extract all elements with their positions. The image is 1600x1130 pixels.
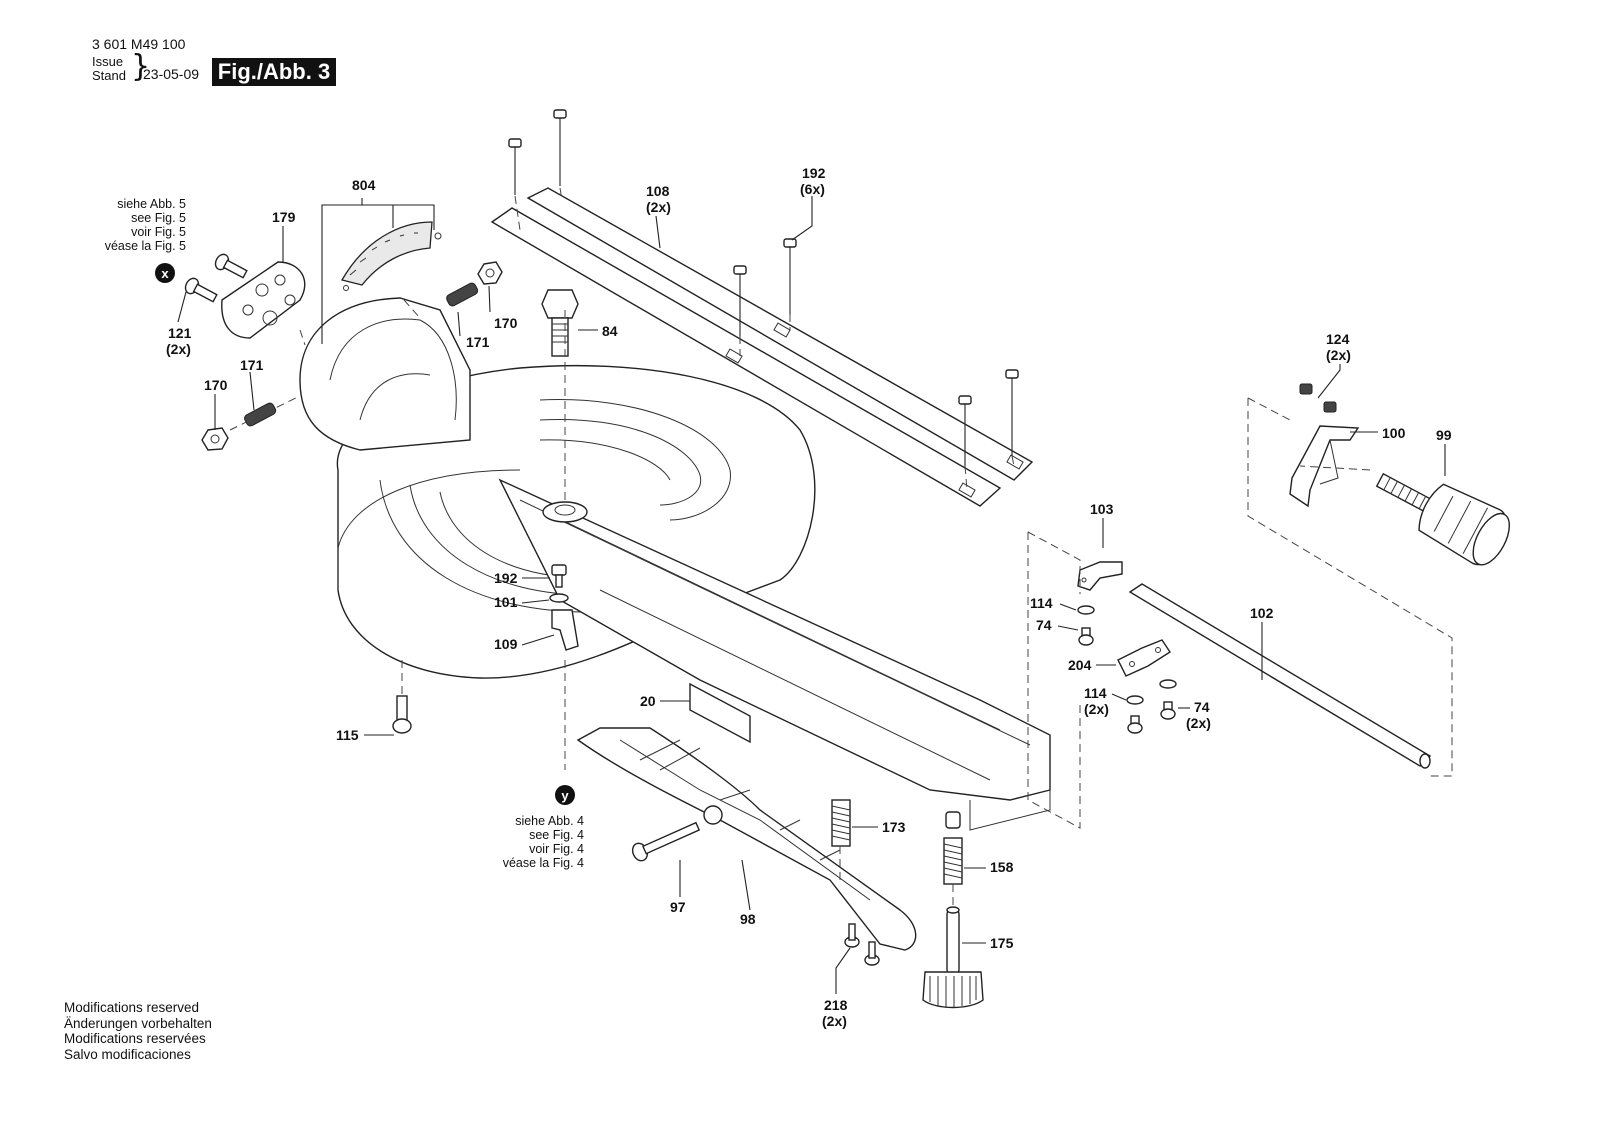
label-97: 97: [670, 899, 686, 915]
rod-102: [1128, 583, 1432, 769]
modifications-line-fr: Modifications reservées: [64, 1031, 206, 1046]
cross-ref-y: y siehe Abb. 4 see Fig. 4 voir Fig. 4 vé…: [503, 785, 584, 870]
xref-y-line-1: siehe Abb. 4: [515, 814, 584, 828]
label-192-mid: 192: [494, 570, 518, 586]
set-screws-124: [1299, 383, 1337, 413]
label-179: 179: [272, 209, 296, 225]
xref-x-line-4: véase la Fig. 5: [105, 239, 186, 253]
label-192-top: 192: [802, 165, 826, 181]
label-124-qty: (2x): [1326, 347, 1351, 363]
modifications-notice: Modifications reserved Änderungen vorbeh…: [64, 1000, 212, 1062]
brace-glyph: }: [131, 49, 151, 84]
label-74-lower: 74: [1194, 699, 1210, 715]
label-171-upper: 171: [466, 334, 490, 350]
label-115: 115: [336, 727, 359, 743]
xref-y-marker: [555, 785, 575, 805]
bolt-84: [541, 289, 579, 357]
label-173: 173: [882, 819, 906, 835]
label-103: 103: [1090, 501, 1114, 517]
label-124: 124: [1326, 331, 1350, 347]
label-175: 175: [990, 935, 1014, 951]
washer-101: [549, 593, 569, 603]
label-109: 109: [494, 636, 518, 652]
label-84: 84: [602, 323, 618, 339]
xref-y-line-4: véase la Fig. 4: [503, 856, 584, 870]
label-192-top-qty: (6x): [800, 181, 825, 197]
label-218: 218: [824, 997, 848, 1013]
spring-173: [831, 799, 851, 847]
washer-114-upper: [1077, 605, 1095, 615]
set-screw-171-upper: [446, 282, 479, 307]
label-171-lower: 171: [240, 357, 264, 373]
modifications-line-en: Modifications reserved: [64, 1000, 200, 1015]
issue-stand-labels: Issue Stand: [92, 55, 126, 83]
xref-x-marker: [155, 263, 175, 283]
issue-label: Issue: [92, 54, 124, 69]
knob-99: [1375, 472, 1510, 566]
label-99: 99: [1436, 427, 1452, 443]
turntable-base: [299, 297, 1051, 831]
label-74-upper: 74: [1036, 617, 1052, 633]
modifications-line-es: Salvo modificaciones: [64, 1046, 191, 1062]
nut-170-lower: [201, 427, 229, 451]
xref-x-line-2: see Fig. 5: [131, 211, 186, 225]
screws-74-lower: [1127, 701, 1176, 734]
screws-218: [844, 923, 880, 966]
fence-screws-192: [508, 109, 1019, 467]
label-121-qty: (2x): [166, 341, 191, 357]
label-114-lower-qty: (2x): [1084, 701, 1109, 717]
xref-x-letter: x: [161, 266, 169, 281]
support-arm-98: [576, 727, 917, 951]
bracket-204: [1117, 639, 1171, 677]
label-158: 158: [990, 859, 1014, 875]
label-108: 108: [646, 183, 670, 199]
stand-label: Stand: [92, 68, 126, 83]
modifications-line-de: Änderungen vorbehalten: [64, 1015, 212, 1031]
pin-97: [631, 821, 701, 862]
xref-y-letter: y: [561, 788, 569, 803]
cross-ref-x: siehe Abb. 5 see Fig. 5 voir Fig. 5 véas…: [105, 197, 186, 283]
screw-74-upper: [1078, 627, 1094, 646]
bracket-100: [1289, 425, 1360, 508]
label-101: 101: [494, 594, 518, 610]
foot-175: [922, 906, 984, 1009]
screws-121: [184, 253, 248, 303]
leader-lines: [177, 187, 1453, 994]
label-204: 204: [1068, 657, 1092, 673]
clamp-109: [551, 609, 579, 651]
set-screw-171-lower: [244, 402, 277, 427]
label-20: 20: [640, 693, 656, 709]
label-170-upper: 170: [494, 315, 518, 331]
label-121: 121: [168, 325, 192, 341]
label-102: 102: [1250, 605, 1274, 621]
label-108-qty: (2x): [646, 199, 671, 215]
spring-158: [943, 811, 963, 885]
label-100: 100: [1382, 425, 1406, 441]
label-74-lower-qty: (2x): [1186, 715, 1211, 731]
label-98: 98: [740, 911, 756, 927]
xref-y-line-2: see Fig. 4: [529, 828, 584, 842]
label-218-qty: (2x): [822, 1013, 847, 1029]
part-number: 3 601 M49 100: [92, 36, 186, 52]
xref-y-line-3: voir Fig. 4: [529, 842, 584, 856]
issue-date: 23-05-09: [143, 66, 200, 82]
nut-170-upper: [477, 261, 503, 285]
fence-rails-108: [490, 187, 1034, 507]
bracket-103: [1077, 561, 1123, 591]
clamp-screw-192: [551, 564, 567, 588]
label-114-lower: 114: [1084, 685, 1107, 701]
figure-badge: Fig./Abb. 3: [212, 58, 336, 86]
part-labels: 804 179 121 (2x) 170 171 171 170 84 108 …: [166, 165, 1452, 1029]
washer-114-lower: [1126, 679, 1177, 705]
screw-115: [392, 695, 412, 734]
plate-179: [221, 261, 306, 339]
label-804: 804: [352, 177, 376, 193]
label-170-lower: 170: [204, 377, 228, 393]
label-114-upper: 114: [1030, 595, 1053, 611]
xref-x-line-3: voir Fig. 5: [131, 225, 186, 239]
bevel-scale-804: [341, 221, 442, 291]
xref-x-line-1: siehe Abb. 5: [117, 197, 186, 211]
